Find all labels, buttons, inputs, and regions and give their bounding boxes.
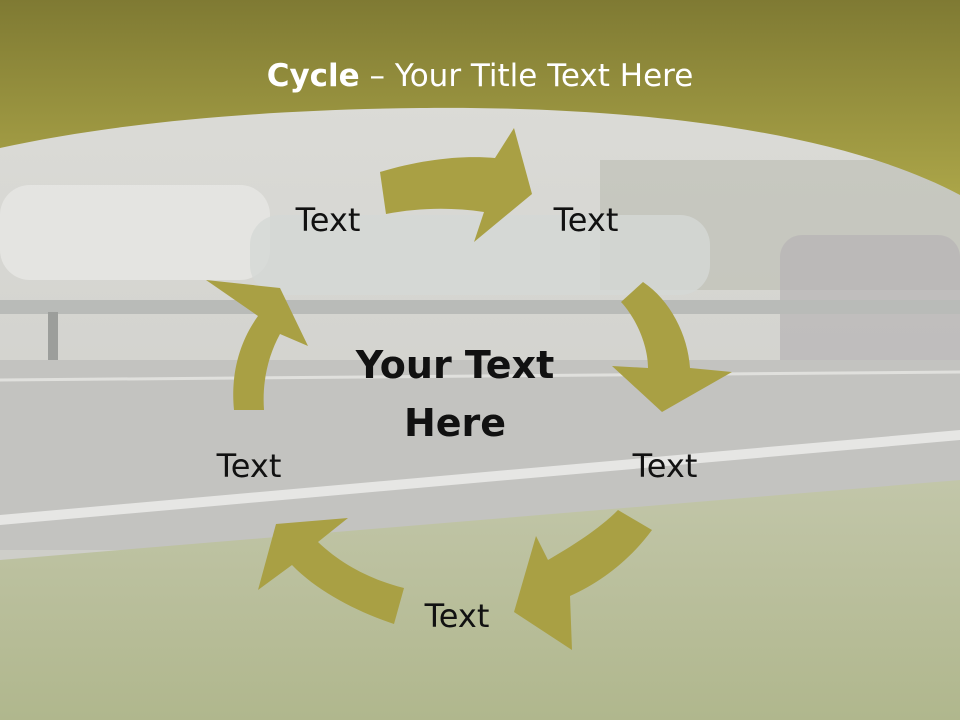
title-banner <box>0 0 960 195</box>
cycle-node-label: Text <box>553 201 619 239</box>
center-text: Your Text Here <box>355 343 555 445</box>
grass-verge <box>0 480 960 720</box>
cycle-arrow-2 <box>612 282 732 412</box>
blurred-car-middle <box>250 215 710 295</box>
cycle-node-label: Text <box>216 447 282 485</box>
cycle-arrow-5 <box>206 280 308 410</box>
cycle-arrow-1 <box>380 128 532 242</box>
cycle-arrow-3 <box>514 510 652 650</box>
cycle-node-label: Text <box>424 597 490 635</box>
blurred-car-left <box>0 185 270 280</box>
guardrail <box>0 300 960 314</box>
cycle-arrow-4 <box>258 518 404 624</box>
road-edge <box>0 370 960 382</box>
title-rest: – Your Title Text Here <box>359 58 694 94</box>
slide-title: Cycle – Your Title Text Here <box>0 54 960 98</box>
road-line <box>0 430 960 525</box>
cycle-diagram <box>206 128 732 650</box>
title-bold: Cycle <box>266 58 360 94</box>
guardrail-post <box>48 312 58 360</box>
cycle-node-label: Text <box>632 447 698 485</box>
cycle-node-label: Text <box>295 201 361 239</box>
